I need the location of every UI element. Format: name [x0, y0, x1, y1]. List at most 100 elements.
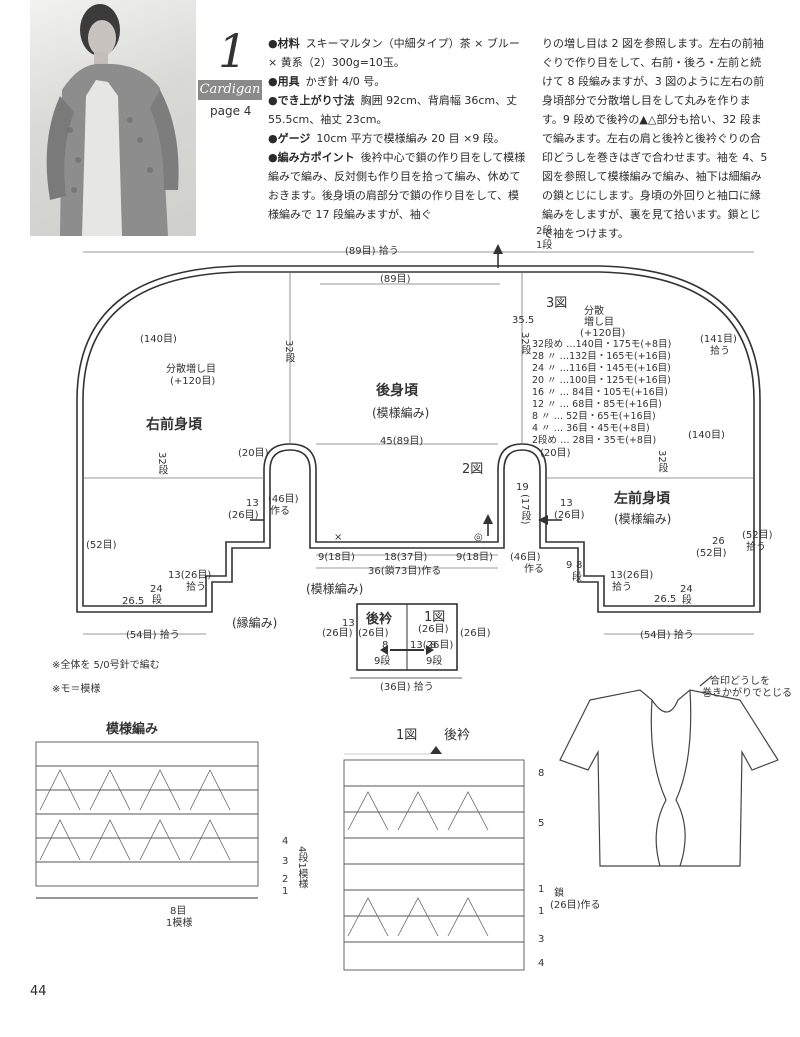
arm-46-b-2: 作る [524, 564, 544, 575]
depth-355-label: 35.5 [512, 315, 535, 326]
bottom-98-c: 段 [572, 572, 582, 583]
edging-label: (縁編み) [232, 616, 278, 630]
top-arrow-label: 2段 [536, 226, 553, 237]
bottom-13-b: 13(26目) [610, 570, 654, 581]
pattern-stitch-label-2: 1模様 [166, 918, 193, 929]
collar-pick-label: (36目) 拾う [380, 682, 434, 693]
top-row-label: 1段 [536, 240, 553, 251]
side-19: 19 [516, 482, 529, 493]
pattern-row-1: 1 [282, 886, 289, 897]
bottom-265-a: 26.5 [122, 596, 145, 607]
pattern-repeat-label: 4段1模様 [296, 846, 307, 889]
fig1-row-8: 8 [538, 768, 545, 779]
outer-contour [76, 265, 761, 613]
side-52-a: (52目) [86, 540, 117, 551]
bottom-98: 9 [566, 560, 573, 571]
bottom-265-b: 26.5 [654, 594, 677, 605]
arm-20-b: (20目) [540, 448, 571, 459]
arm-20-a: (20目) [238, 448, 269, 459]
back-body-title: 後身頃 [376, 383, 418, 399]
collar-8-a: 8 [382, 640, 389, 651]
table-row: 24 〃 …116目・145モ(+16目) [532, 363, 671, 374]
side-52-c-2: 拾う [746, 542, 766, 553]
collar-26-d: (26目) [418, 624, 449, 635]
model-photo [30, 0, 196, 236]
left-front-subtitle: (模様編み) [614, 512, 672, 526]
rows-32-d: 32段 [656, 450, 667, 473]
ring-mark: ◎ [474, 532, 483, 543]
rows-32-a: 32段 [283, 340, 294, 363]
table-row: 28 〃 …132目・165モ(+16目) [532, 351, 671, 362]
side-13-a-2: (26目) [228, 510, 259, 521]
note-2: ※モ＝模様 [52, 684, 101, 695]
fig1-row-4: 4 [538, 958, 545, 969]
figure-2-label: 2図 [462, 462, 484, 477]
page-reference: page 4 [210, 104, 252, 118]
bottom-98-b: 8 [576, 560, 583, 571]
arm-46-b: (46目) [510, 552, 541, 563]
right-141-pick-label: 拾う [710, 346, 730, 357]
fig1-row-1-b: 1 [538, 906, 545, 917]
bottom-24-a: 24 [150, 584, 163, 595]
collar-figure [350, 603, 462, 679]
side-13-b-2: (26目) [554, 510, 585, 521]
side-52-b: (52目) [696, 548, 727, 559]
pick-54-a: (54目) 拾う [126, 630, 180, 641]
collar-26-a: (26目) [358, 628, 389, 639]
figure-1-title: 1図 [396, 728, 418, 743]
right-front-title: 右前身頃 [146, 417, 202, 433]
fig1-chain-label-2: (26目)作る [550, 900, 601, 911]
collar-title: 後衿 [366, 612, 393, 627]
figure-1-label: 1図 [424, 610, 446, 625]
right-140-label: (140目) [688, 430, 725, 441]
bottom-24-b-2: 段 [682, 595, 692, 606]
bottom-13-a: 13(26目) [168, 570, 212, 581]
material-label: ●材料 [268, 37, 300, 50]
pattern-title: 模様編み [106, 722, 159, 737]
table-row: 20 〃 …100目・125モ(+16目) [532, 375, 671, 386]
tools-label: ●用具 [268, 75, 300, 88]
rows-32-c: 32段 [519, 332, 530, 355]
table-row: 4 〃 … 36目・45モ(+8目) [532, 423, 650, 434]
collar-13-b: 13(26目) [410, 640, 454, 651]
fig1-chain-label: 鎖 [554, 888, 564, 899]
gauge-label: ●ゲージ [268, 132, 311, 145]
right-141-label: (141目) [700, 334, 737, 345]
pattern-row-4: 4 [282, 836, 289, 847]
category-badge: Cardigan [198, 80, 262, 100]
fig1-row-3: 3 [538, 934, 545, 945]
fig1-row-1-a: 1 [538, 884, 545, 895]
bottom-13-b-2: 拾う [612, 582, 632, 593]
table-row: 16 〃 … 84目・105モ(+16目) [532, 387, 668, 398]
back-body-subtitle: (模様編み) [372, 406, 430, 420]
bottom-13-a-2: 拾う [186, 582, 206, 593]
size-text: 胸囲 92cm、背肩幅 36cm、丈 55.5cm、袖丈 23cm。 [268, 94, 518, 126]
right-dist-label-3: (+120目) [580, 328, 626, 339]
left-140-label: (140目) [140, 334, 177, 345]
table-row: 12 〃 … 68目・85モ(+16目) [532, 399, 662, 410]
pattern-row-3: 3 [282, 856, 289, 867]
left-dist-label: 分散増し目 [166, 364, 216, 375]
bottom-24-a-2: 段 [152, 595, 162, 606]
table-3: 32段め …140目・175モ(+8目) 28 〃 …132目・165モ(+16… [532, 339, 671, 447]
pattern-number: 1 [218, 24, 248, 78]
collar-13-a: 13 [342, 618, 355, 629]
bottom-24-b: 24 [680, 584, 693, 595]
note-1: ※全体を 5/0号針で編む [52, 660, 160, 671]
gauge-text: 10cm 平方で模様編み 20 目 ×9 段。 [316, 132, 505, 145]
page-number: 44 [30, 984, 47, 999]
collar-9-a: 9段 [374, 656, 391, 667]
side-19-b: (17段) [519, 494, 530, 525]
collar-pattern-label: (模様編み) [306, 582, 364, 596]
pattern-row-2: 2 [282, 874, 289, 885]
left-dist-label-2: (+120目) [170, 376, 216, 387]
sketch-note-1: 合印どうしを [710, 676, 770, 687]
sketch-note-2: 巻きかがりでとじる [702, 688, 792, 699]
pick-54-b: (54目) 拾う [640, 630, 694, 641]
material-text: スキーマルタン（中細タイプ）茶 × ブルー × 黄系（2）300g=10玉。 [268, 37, 520, 69]
figure-3-label: 3図 [546, 296, 568, 311]
side-13-a: 13 [246, 498, 259, 509]
fig1-row-5: 5 [538, 818, 545, 829]
figure-1-subtitle: 後衿 [444, 728, 471, 743]
table-row: 32段め …140目・175モ(+8目) [532, 339, 672, 350]
